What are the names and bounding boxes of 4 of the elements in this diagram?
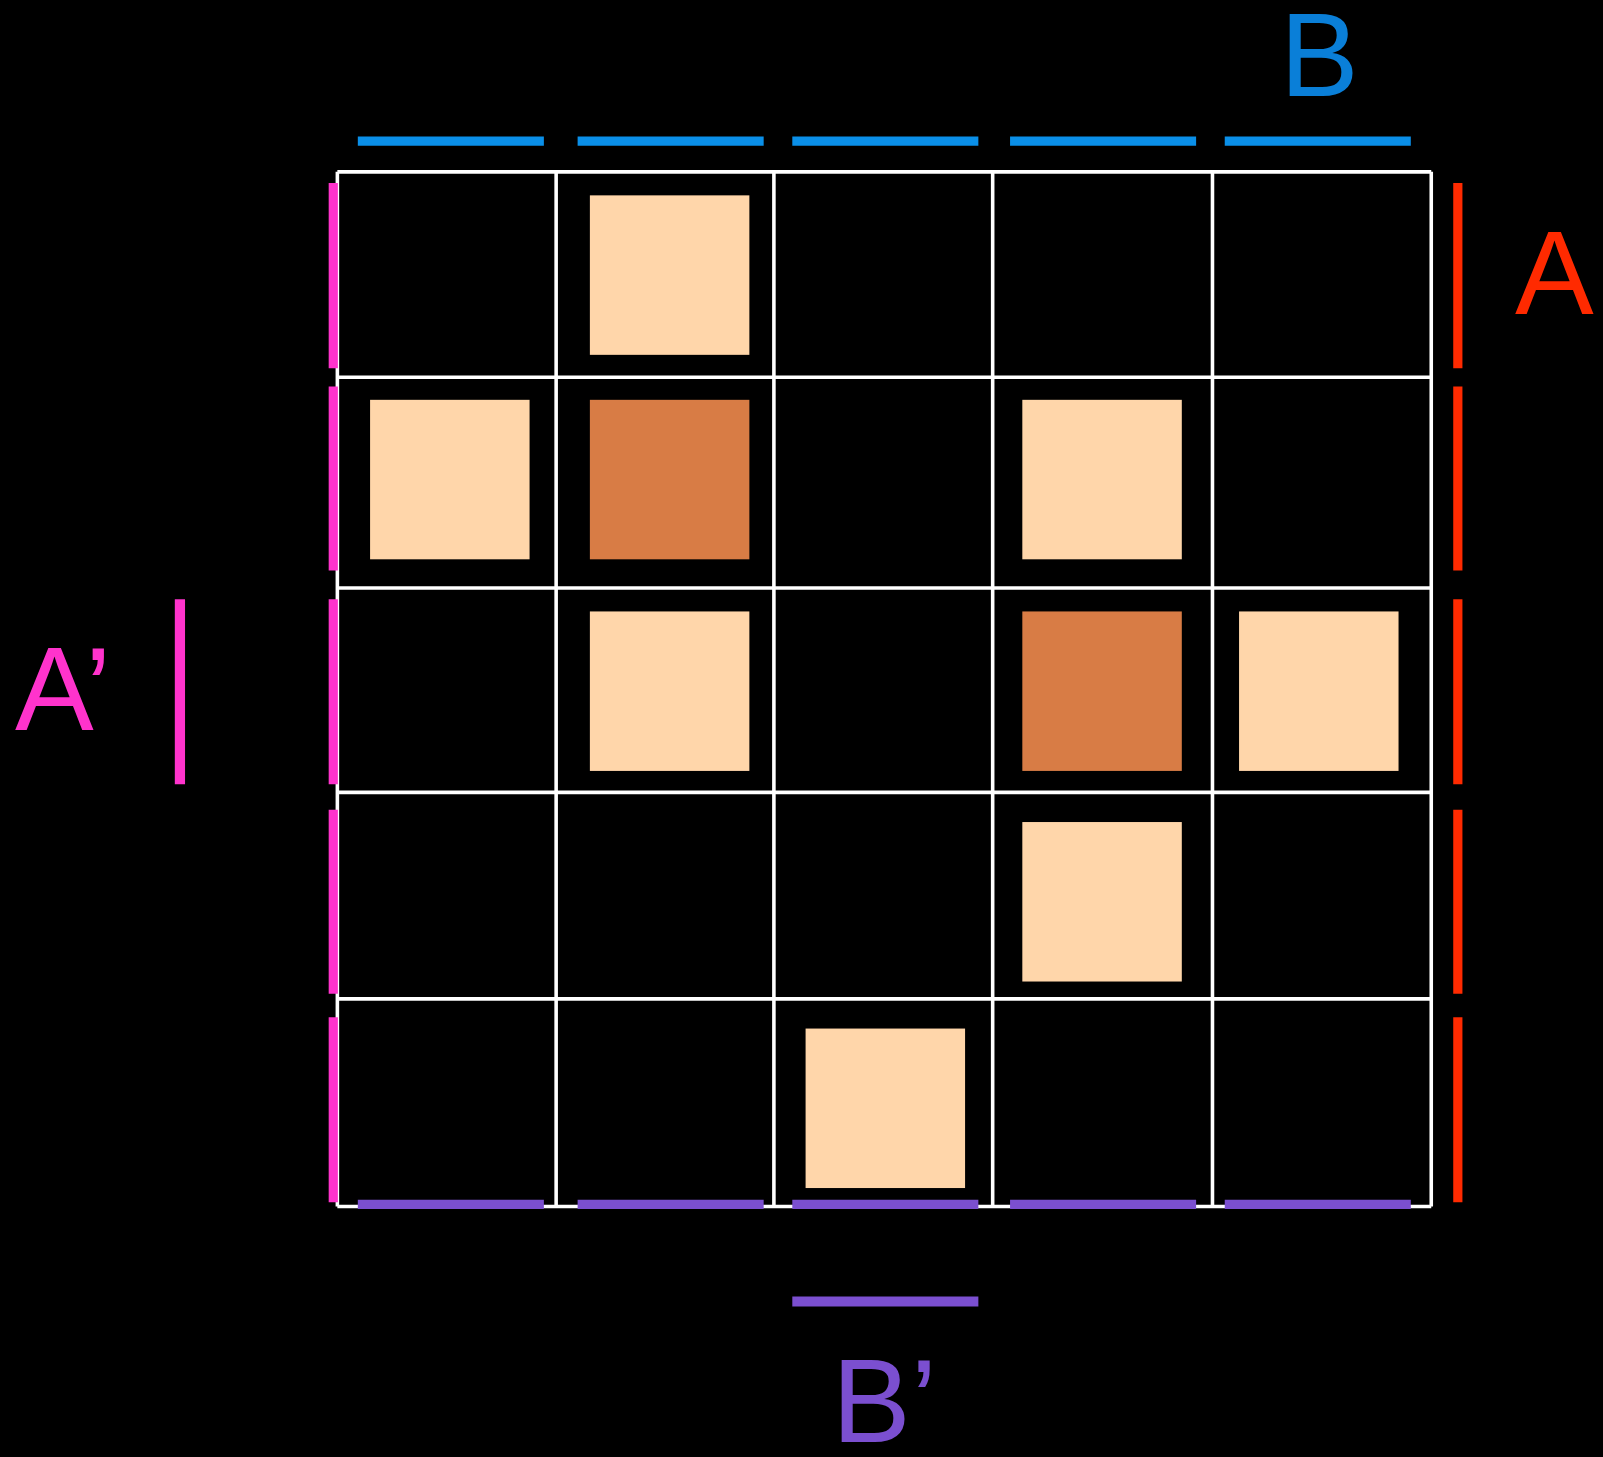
set-label: B’ bbox=[832, 1342, 937, 1457]
set-label: A’ bbox=[15, 630, 112, 748]
set-label: A bbox=[1515, 214, 1594, 332]
set-label: B bbox=[1280, 0, 1359, 114]
